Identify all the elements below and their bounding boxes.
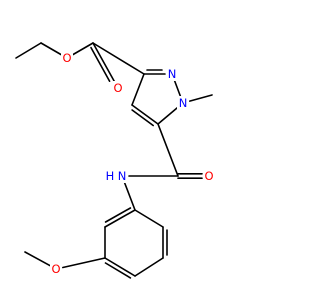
bond-ester-carbonyl-line-2	[90, 46, 111, 82]
bond-o-methyl	[24, 251, 51, 267]
bond-ph-c1-c2-line-2	[104, 207, 132, 223]
bond-c5-amide-carbon	[157, 123, 179, 177]
atom-label-layer: O O N N H N O O	[50, 51, 215, 276]
bond-ph-c6-c1	[134, 209, 164, 228]
bond-ph-c4-c5	[134, 257, 164, 277]
bond-ph-c1-c2-line-1	[104, 209, 136, 228]
bond-n1-methyl	[188, 94, 213, 102]
atom-n-amide: N	[118, 169, 127, 183]
bond-n-aryl	[123, 181, 136, 211]
bond-c5-c4-line-2	[131, 109, 154, 127]
bond-ester-c-to-c3	[92, 42, 145, 75]
bond-ester-carbonyl-line-1	[92, 42, 116, 83]
atom-n1-pyrazole: N	[179, 96, 188, 110]
atom-o-amide-carbonyl: O	[204, 169, 213, 183]
bond-layer	[15, 42, 213, 279]
bond-ph-c3-c4-line-1	[104, 257, 136, 277]
bond-ph-c3-o-methoxy	[61, 257, 106, 269]
molecule-structure-diagram: O O N N H N O O	[15, 42, 215, 279]
bond-n2-n1	[173, 79, 182, 98]
atom-o-ester-carbonyl: O	[113, 81, 122, 95]
atom-o-methoxy: O	[51, 262, 60, 276]
atom-h-amide: H	[106, 169, 115, 183]
bond-ethyl-ch3-ch2	[15, 42, 42, 59]
bond-ph-c3-c4-line-2	[104, 262, 132, 279]
bond-o-ester-carbon	[72, 42, 94, 56]
atom-n2-pyrazole: N	[168, 67, 177, 81]
bond-ethyl-ch2-o	[40, 42, 62, 56]
bond-c5-c4-line-1	[131, 104, 159, 125]
bond-n1-c5	[157, 106, 179, 125]
bond-c4-c3	[131, 73, 145, 106]
atom-o-ester-alkyl: O	[62, 51, 71, 65]
